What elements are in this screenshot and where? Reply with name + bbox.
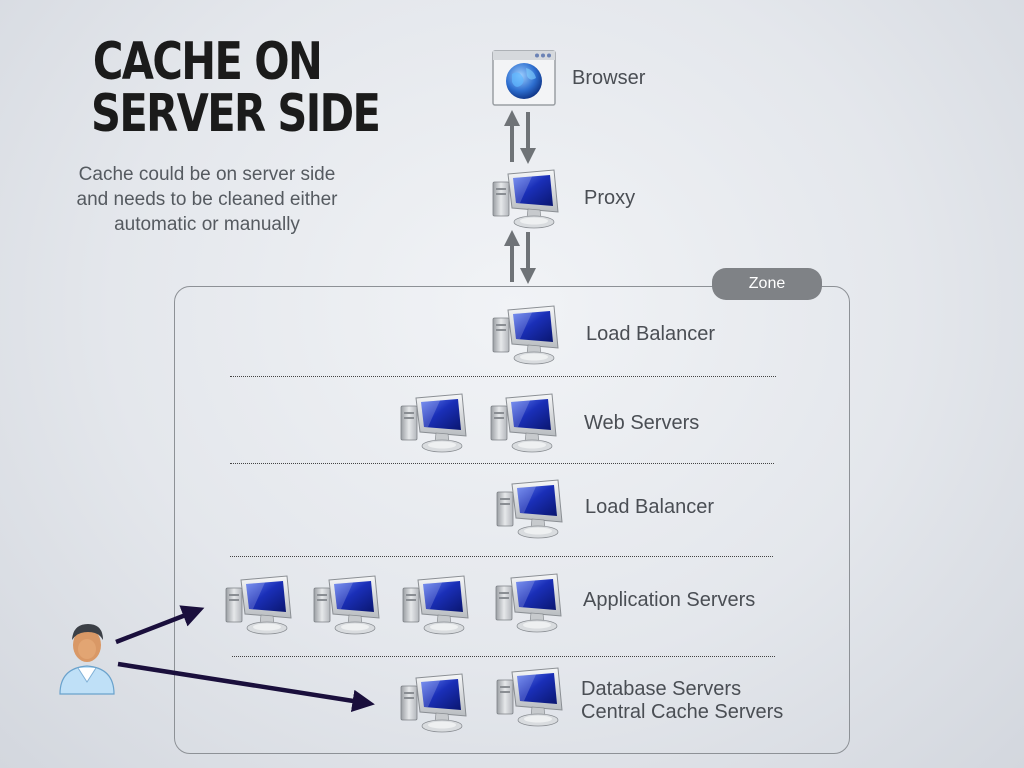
web-servers-label: Web Servers bbox=[584, 412, 700, 434]
person-icon bbox=[56, 618, 118, 696]
divider-4 bbox=[232, 656, 775, 657]
load-balancer-2-label: Load Balancer bbox=[585, 496, 714, 518]
divider-1 bbox=[230, 376, 776, 377]
zone-badge: Zone bbox=[712, 268, 822, 300]
application-servers-label: Application Servers bbox=[583, 589, 756, 611]
subtitle-line-3: automatic or manually bbox=[114, 214, 300, 235]
load-balancer-1-label: Load Balancer bbox=[586, 323, 715, 345]
subtitle-line-1: Cache could be on server side bbox=[78, 164, 336, 185]
browser-label: Browser bbox=[572, 67, 646, 89]
browser-proxy-arrows bbox=[504, 110, 536, 164]
browser-icon bbox=[492, 50, 556, 106]
database-servers-label: Database Servers bbox=[581, 678, 742, 700]
subtitle-line-2: and needs to be cleaned either bbox=[76, 189, 338, 210]
divider-3 bbox=[230, 556, 773, 557]
proxy-label: Proxy bbox=[584, 187, 636, 209]
title-line-1: CACHE ON bbox=[92, 32, 323, 92]
central-cache-servers-label: Central Cache Servers bbox=[581, 701, 784, 723]
user-to-database-arrow bbox=[117, 661, 375, 713]
divider-2 bbox=[230, 463, 774, 464]
user-to-app-servers-arrow bbox=[115, 605, 205, 645]
subtitle: Cache could be on server side and needs … bbox=[52, 162, 362, 237]
zone-container bbox=[174, 286, 850, 754]
proxy-loadbalancer-arrows bbox=[504, 230, 536, 284]
